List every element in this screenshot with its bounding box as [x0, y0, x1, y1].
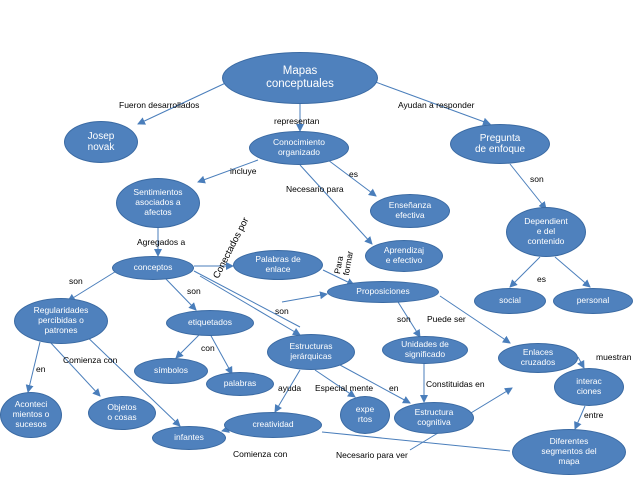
- link-label-puede-ser: Puede ser: [427, 314, 466, 324]
- link-label-son-4: son: [275, 306, 289, 316]
- edge-mapas-pregunta: [369, 79, 491, 126]
- edge-conceptos-estructuras: [199, 275, 301, 336]
- node-palabras-enlace: Palabras de enlace: [233, 250, 323, 280]
- node-conceptos: conceptos: [112, 256, 194, 280]
- node-mapas-conceptuales: Mapas conceptuales: [222, 52, 378, 104]
- link-label-comienza-con-1: Comienza con: [63, 355, 118, 365]
- node-aprendizaje-efectivo: Aprendizaj e efectivo: [365, 240, 443, 272]
- node-unidades-significado: Unidades de significado: [382, 336, 468, 364]
- node-diferentes-segmentos: Diferentes segmentos del mapa: [512, 429, 626, 475]
- link-label-en-1: en: [36, 364, 46, 374]
- edge-etiquetados-simbolos: [175, 333, 201, 359]
- link-label-agregados-a: Agregados a: [137, 237, 186, 247]
- edge-enlaces-interacciones: [577, 356, 585, 369]
- node-infantes: infantes: [152, 426, 226, 450]
- link-label-especial-mente: Especial mente: [315, 383, 374, 393]
- link-label-representan: representan: [274, 116, 320, 126]
- edge-conocimiento-sentimientos: [197, 159, 259, 184]
- node-josep-novak: Josep novak: [64, 121, 138, 163]
- node-creatividad: creatividad: [224, 412, 322, 438]
- edge-conocimiento-ensenanza: [327, 159, 377, 197]
- edge-estructuras-cognitiva: [339, 364, 411, 404]
- node-objetos-cosas: Objetos o cosas: [88, 396, 156, 430]
- edge-conocimiento-aprendizaje: [299, 164, 373, 245]
- node-ensenanza-efectiva: Enseñanza efectiva: [370, 194, 450, 228]
- link-label-ayudan-a-responder: Ayudan a responder: [398, 100, 475, 110]
- node-expertos: expe rtos: [340, 396, 390, 434]
- link-label-son-1: son: [530, 174, 544, 184]
- link-label-en-2: en: [389, 383, 399, 393]
- edge-conceptos-regularidades: [67, 269, 119, 302]
- link-label-entre: entre: [584, 410, 604, 420]
- edge-proposiciones-enlaces: [439, 295, 511, 344]
- edge-regularidades-infantes: [79, 329, 181, 427]
- edge-conceptos-proposiciones: [193, 270, 301, 328]
- node-estructuras-jerarquicas: Estructuras jerárquicas: [267, 334, 355, 370]
- edge-creatividad-diferentes: [321, 431, 511, 452]
- node-proposiciones: Proposiciones: [327, 281, 439, 303]
- edge-dependiente-personal: [554, 256, 591, 288]
- node-interacciones: interac ciones: [554, 368, 624, 406]
- node-conocimiento-organizado: Conocimiento organizado: [249, 131, 349, 165]
- edge-dependiente-social: [509, 256, 541, 288]
- edge-son-proposiciones: [281, 291, 328, 303]
- node-enlaces-cruzados: Enlaces cruzados: [498, 343, 578, 373]
- link-label-constituidas-en: Constituidas en: [426, 379, 485, 389]
- link-label-son-2: son: [69, 276, 83, 286]
- edge-regularidades-acontecimientos: [25, 341, 41, 393]
- edge-interacciones-diferentes: [574, 405, 586, 430]
- edge-pregunta-dependiente: [509, 163, 547, 210]
- link-label-ayuda: ayuda: [278, 383, 302, 393]
- node-sentimientos: Sentimientos asociados a afectos: [116, 178, 200, 228]
- edge-mapas-josep: [137, 79, 233, 125]
- node-pregunta-enfoque: Pregunta de enfoque: [450, 124, 550, 164]
- node-social: social: [474, 288, 546, 314]
- link-label-fueron-desarrollados: Fueron desarrollados: [119, 100, 200, 110]
- node-regularidades: Regularidades percibidas o patrones: [14, 298, 108, 344]
- node-etiquetados: etiquetados: [166, 310, 254, 336]
- link-label-muestran: muestran: [596, 352, 632, 362]
- node-palabras: palabras: [206, 372, 274, 396]
- edge-estructuras-creatividad: [274, 369, 301, 413]
- link-label-es-1: es: [349, 169, 358, 179]
- link-label-incluye: incluye: [230, 166, 257, 176]
- edge-etiquetados-palabras: [209, 333, 233, 375]
- link-label-son-5: son: [397, 314, 411, 324]
- link-label-con: con: [201, 343, 215, 353]
- link-label-necesario-para-1: Necesario para: [286, 184, 344, 194]
- edge-proposiciones-unidades: [397, 301, 421, 338]
- edge-conceptos-etiquetados: [164, 277, 197, 311]
- node-acontecimientos: Aconteci mientos o sucesos: [0, 392, 62, 438]
- node-simbolos: símbolos: [134, 358, 208, 384]
- link-label-son-3: son: [187, 286, 201, 296]
- edge-regularidades-objetos: [49, 341, 101, 397]
- link-label-es-2: es: [537, 274, 546, 284]
- node-dependiente-contenido: Dependient e del contenido: [506, 207, 586, 257]
- node-estructura-cognitiva: Estructura cognitiva: [394, 402, 474, 434]
- node-personal: personal: [553, 288, 633, 314]
- edge-estructuras-expertos: [314, 369, 356, 398]
- link-label-comienza-con-2: Comienza con: [233, 449, 288, 459]
- link-label-necesario-para-ver: Necesario para ver: [336, 450, 408, 460]
